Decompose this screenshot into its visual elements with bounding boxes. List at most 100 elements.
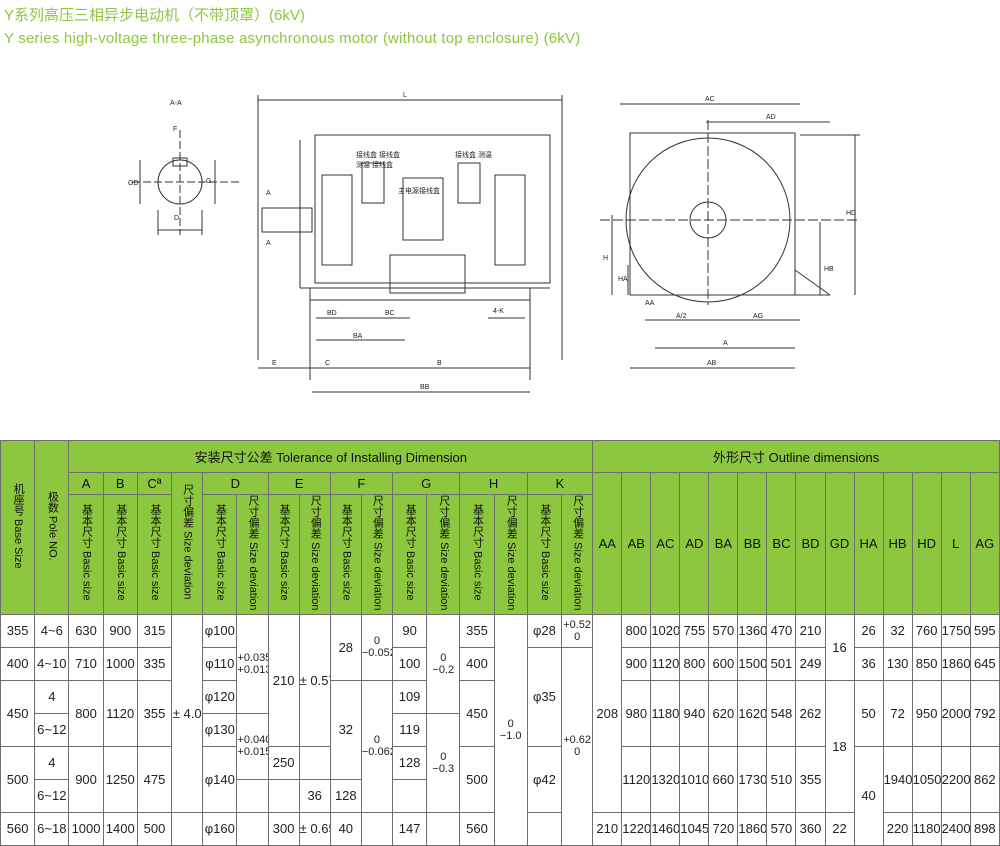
dim-label: BD [327, 310, 337, 317]
cell-l: 2400 [940, 811, 971, 846]
cell-aa: 210 [592, 811, 623, 846]
cell-ab: 1220 [621, 811, 652, 846]
cell-gd: 22 [824, 811, 855, 846]
box-label: 主电源接线盒 [398, 188, 440, 195]
dim-label: F [173, 126, 178, 133]
col-bc: BC [766, 472, 797, 615]
cell-gd: 16 [824, 613, 855, 681]
col-aa: AA [592, 472, 623, 615]
cell-ha: 26 [853, 613, 884, 648]
cell-ba: 660 [708, 745, 739, 813]
cell-ad: 755 [679, 613, 710, 648]
cell-d: φ160 [202, 811, 238, 846]
cell-ag: 862 [969, 745, 1000, 813]
cell-k: φ28 [526, 613, 563, 648]
cell-l: 1860 [940, 646, 971, 681]
dim-label: L [403, 92, 407, 99]
cell-e-dev [298, 745, 331, 780]
section-label: A-A [170, 100, 182, 107]
cell-ag: 595 [969, 613, 1000, 648]
dim-label: G [206, 178, 212, 185]
cell-gd: 18 [824, 679, 855, 813]
cell-e-dev: ± 0.57 [298, 613, 331, 747]
col-hd: HD [911, 472, 942, 615]
cell-ad: 1010 [679, 745, 710, 813]
table-row: 500 4 900 1250 475 φ140 250 128 500 φ42 … [0, 745, 1000, 846]
box-label: 接线盒 接线盒 [356, 152, 400, 159]
cell-hb: 72 [882, 679, 913, 747]
dim-label: AB [707, 360, 717, 367]
cell-hd: 850 [911, 646, 942, 681]
sub-basic: 基本尺寸 Basic size [459, 494, 495, 615]
cell-a: 630 [68, 613, 104, 648]
cell-bd: 355 [795, 745, 826, 813]
dim-label: B [437, 360, 442, 367]
cell-hd: 950 [911, 679, 942, 747]
col-c-dev: 尺寸偏差 Size deviation [171, 472, 204, 615]
cell-g-dev [426, 811, 461, 846]
col-ha: HA [853, 472, 884, 615]
cell-c: 475 [136, 745, 173, 813]
sub-dev: 尺寸偏差 Size deviation [426, 494, 461, 615]
cell-h-dev: 0−1.0 [493, 613, 528, 846]
cell-g: 109 [391, 679, 428, 714]
dim-label: HD [846, 210, 857, 217]
col-c: Cª [136, 472, 173, 495]
cell-bc: 510 [766, 745, 797, 813]
cell-d: φ110 [202, 646, 238, 681]
dim-label: C [325, 360, 331, 367]
motor-end-view [600, 103, 860, 369]
sub-dev: 尺寸偏差 Size deviation [236, 494, 269, 615]
cell-f-dev: 0−0.052 [360, 613, 393, 681]
cell-ag: 898 [969, 811, 1000, 846]
cell-bc: 501 [766, 646, 797, 681]
dim-label: AA [645, 300, 655, 307]
dim-label: H [603, 255, 609, 262]
dim-label: HA [618, 276, 628, 283]
cell-h: 560 [459, 811, 495, 846]
dim-label: A/2 [676, 313, 687, 320]
cell-g: 128 [391, 745, 428, 780]
col-ab: AB [621, 472, 652, 615]
cell-ha: 50 [853, 679, 884, 747]
dimension-table: 机座号 Base Size 极数 Pole NO. 安装尺寸公差 Toleran… [0, 440, 1000, 846]
cell-e: 300 [267, 811, 300, 846]
table-row: 6~12 36 128 [1, 778, 1000, 813]
col-d: D [202, 472, 269, 495]
cell-a: 1000 [68, 811, 104, 846]
cell-b: 900 [102, 613, 138, 648]
cell-pole: 4~6 [34, 613, 70, 648]
cell-g: 90 [391, 613, 428, 648]
cell-bb: 1360 [737, 613, 768, 648]
motor-side-view [257, 95, 563, 393]
cell-b: 1400 [102, 811, 138, 846]
col-bd: BD [795, 472, 826, 615]
cell-ac: 1180 [650, 679, 681, 747]
dim-label: AD [766, 114, 776, 121]
cell-l: 2200 [940, 745, 971, 813]
cell-a: 710 [68, 646, 104, 681]
header-outline: 外形尺寸 Outline dimensions [592, 440, 1000, 473]
cell-d-dev: +0.035+0.013 [236, 613, 269, 714]
title-english: Y series high-voltage three-phase asynch… [4, 30, 581, 47]
cell-ha: 36 [853, 646, 884, 681]
cell-bc: 548 [766, 679, 797, 747]
cell-d: φ130 [202, 712, 238, 747]
sub-dev: 尺寸偏差 Size deviation [560, 494, 594, 615]
cell-pole: 4 [34, 679, 70, 714]
cell-hb: 220 [882, 811, 913, 846]
dim-label: BB [420, 384, 430, 391]
col-h: H [459, 472, 528, 495]
cell-ab: 800 [621, 613, 652, 648]
cell-base: 560 [0, 811, 36, 846]
cell-f: 36 [298, 778, 331, 813]
sub-dev: 尺寸偏差 Size deviation [360, 494, 393, 615]
col-bb: BB [737, 472, 768, 615]
cell-base: 450 [0, 679, 36, 747]
sub-basic: 基本尺寸 Basic size [136, 494, 173, 615]
cell-l: 2000 [940, 679, 971, 747]
cell-pole: 4 [34, 745, 70, 780]
cell-ba: 570 [708, 613, 739, 648]
col-e: E [267, 472, 331, 495]
cell-h: 500 [459, 745, 495, 813]
